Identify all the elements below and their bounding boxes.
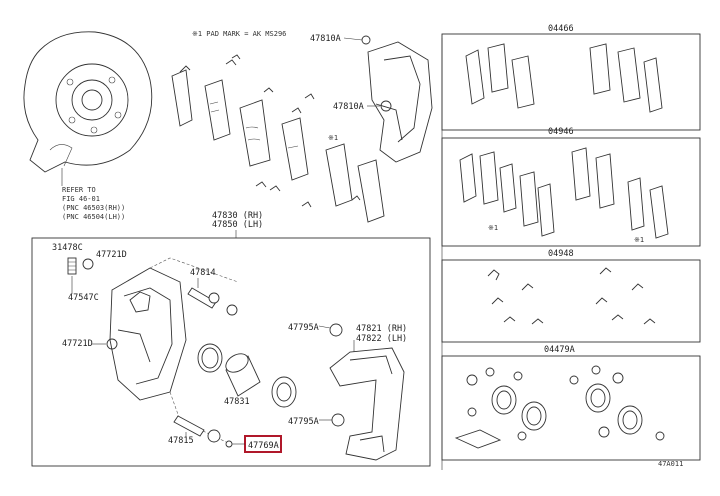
label-47795A-b: 47795A	[288, 417, 319, 427]
slide-pin-lower[interactable]	[173, 415, 221, 443]
label-47850: 47850 (LH)	[212, 220, 263, 230]
label-47810A-mid: 47810A	[333, 102, 364, 112]
bleeder-cap[interactable]	[82, 258, 94, 270]
kit-panel-04946[interactable]	[441, 137, 701, 247]
kit1-pads	[465, 43, 663, 113]
refer-line3: (PNC 46503(RH))	[62, 204, 125, 212]
label-47721D-a: 47721D	[96, 250, 127, 260]
pad-mark-note: ※1 PAD MARK = AK MS296	[192, 30, 286, 38]
piston[interactable]	[223, 350, 261, 397]
kit2-mark-b: ※1	[634, 236, 644, 244]
refer-line4: (PNC 46504(LH))	[62, 213, 125, 221]
kit3-clips	[487, 267, 656, 325]
caliper-mounting-bracket[interactable]	[329, 347, 405, 461]
caliper-mounting-top[interactable]	[361, 35, 433, 163]
label-47795A-a: 47795A	[288, 323, 319, 333]
bleeder-plug[interactable]	[67, 257, 77, 275]
label-47830: 47830 (RH)	[212, 211, 263, 221]
bushing-lower[interactable]	[331, 413, 345, 427]
pad-shim-group-top[interactable]	[171, 54, 385, 223]
caliper-assembly-box	[31, 237, 431, 467]
part-47769A-highlight[interactable]: 47769A	[244, 435, 282, 453]
label-47815: 47815	[168, 436, 194, 446]
kit-panel-04948[interactable]	[441, 259, 701, 343]
panel-title-04479A: 04479A	[544, 345, 575, 355]
figure-code: 47A011	[658, 460, 683, 468]
panel-title-04946: 04946	[548, 127, 574, 137]
panel-title-04948: 04948	[548, 249, 574, 259]
label-47821: 47821 (RH)	[356, 324, 407, 334]
label-47810A-top: 47810A	[310, 34, 341, 44]
caliper-cylinder[interactable]	[106, 267, 187, 401]
panel-title-04466: 04466	[548, 24, 574, 34]
kit-panel-04466[interactable]	[441, 33, 701, 131]
label-47769A: 47769A	[248, 441, 279, 451]
refer-line1: REFER TO	[62, 186, 96, 194]
kit2-pads-shims	[459, 147, 669, 239]
kit-panel-04479A[interactable]	[441, 355, 701, 461]
label-47831: 47831	[224, 397, 250, 407]
kit4-seals	[454, 365, 665, 449]
label-47547C: 47547C	[68, 293, 99, 303]
kit2-mark-a: ※1	[488, 224, 498, 232]
slide-pin-upper[interactable]	[187, 287, 238, 316]
label-47822: 47822 (LH)	[356, 334, 407, 344]
label-31478C: 31478C	[52, 243, 83, 253]
label-47814: 47814	[190, 268, 216, 278]
mark1-top: ※1	[328, 134, 338, 142]
bushing-upper[interactable]	[329, 323, 343, 337]
dust-cover-plate[interactable]	[23, 31, 153, 173]
piston-boot[interactable]	[271, 376, 297, 408]
label-47721D-b: 47721D	[62, 339, 93, 349]
refer-line2: FIG 46-01	[62, 195, 100, 203]
